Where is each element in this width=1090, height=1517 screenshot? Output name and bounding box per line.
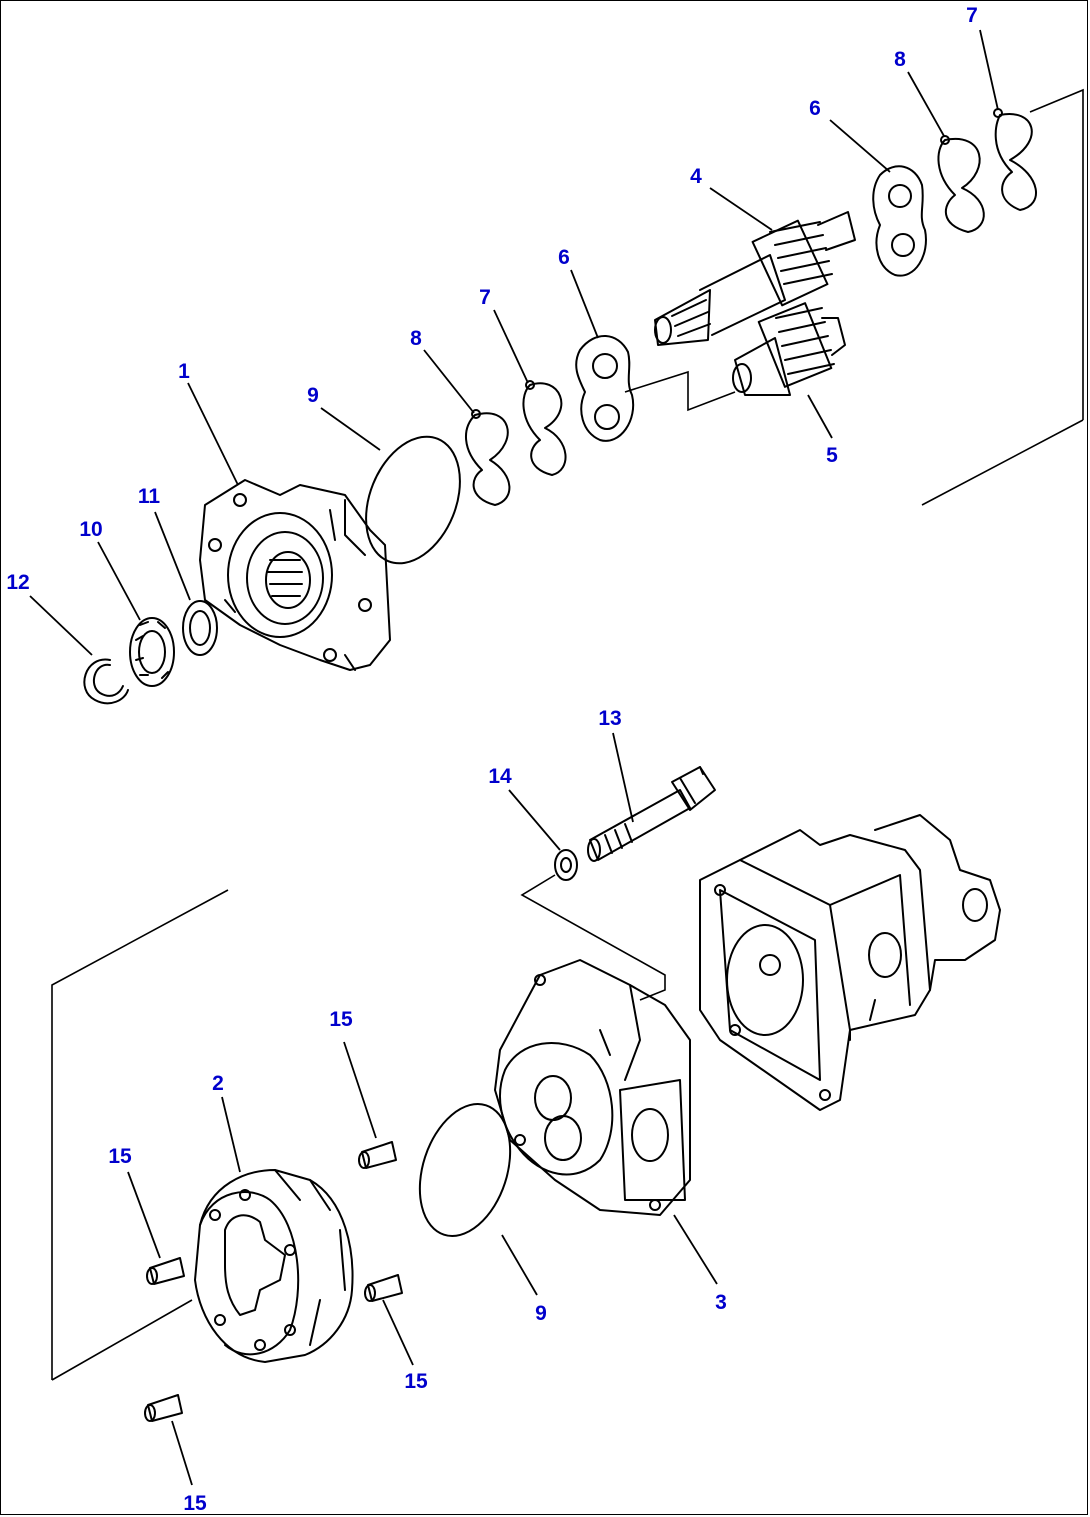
lower-boundary-lines xyxy=(51,889,229,1381)
assembly-line-14-3 xyxy=(520,874,666,1001)
flange-cover-1 xyxy=(199,479,391,671)
callout-6-right: 6 xyxy=(809,97,821,120)
washer-14 xyxy=(554,849,578,881)
callout-7-middle: 7 xyxy=(479,286,491,309)
gear-case-3 xyxy=(494,959,691,1216)
assembly-line-5-6 xyxy=(624,370,736,412)
bearing-10 xyxy=(129,617,175,687)
callout-8-middle: 8 xyxy=(410,327,422,350)
callout-3: 3 xyxy=(715,1291,727,1314)
leader-lines xyxy=(29,29,999,1486)
callout-15-bottom: 15 xyxy=(183,1492,207,1515)
callout-2: 2 xyxy=(212,1072,224,1095)
oil-seal-11 xyxy=(182,600,218,656)
callout-7-top-right: 7 xyxy=(966,4,978,27)
snap-ring-12 xyxy=(83,658,129,705)
dowel-pin-15-b xyxy=(146,1257,185,1285)
callout-10: 10 xyxy=(79,518,102,541)
callout-4: 4 xyxy=(690,165,702,188)
upper-boundary-lines xyxy=(921,88,1084,506)
o-ring-9-lower xyxy=(418,1103,512,1237)
callout-14: 14 xyxy=(488,765,512,788)
side-plate-6-right xyxy=(872,165,927,277)
callout-9-upper: 9 xyxy=(307,384,319,407)
callout-15-left: 15 xyxy=(108,1145,132,1168)
callout-11: 11 xyxy=(138,485,161,508)
drive-gear-shaft-4 xyxy=(654,211,856,346)
dowel-pin-15-c xyxy=(364,1274,403,1302)
pump-housing-assembly xyxy=(699,814,1001,1111)
ring-8-right xyxy=(937,135,985,233)
callout-15-upper: 15 xyxy=(329,1008,353,1031)
callout-9-lower: 9 xyxy=(535,1302,547,1325)
callout-5: 5 xyxy=(826,444,838,467)
driven-gear-5 xyxy=(732,302,846,396)
callout-8-top-right: 8 xyxy=(894,48,906,71)
dowel-pin-15-a xyxy=(358,1141,397,1169)
gear-housing-2 xyxy=(194,1169,354,1363)
snap-ring-7-middle xyxy=(522,380,567,476)
callout-1: 1 xyxy=(178,360,190,383)
callout-15-right: 15 xyxy=(404,1370,428,1393)
bolt-13 xyxy=(587,766,716,862)
ring-8-middle xyxy=(464,409,511,506)
callout-labels: 7 8 6 4 6 7 8 1 9 5 11 10 12 13 14 15 2 … xyxy=(6,4,978,1515)
o-ring-9-upper xyxy=(365,435,461,565)
callout-6-middle: 6 xyxy=(558,246,570,269)
callout-13: 13 xyxy=(598,707,621,730)
dowel-pin-15-d xyxy=(144,1394,183,1422)
callout-12: 12 xyxy=(6,571,29,594)
side-plate-6-middle xyxy=(575,335,635,442)
snap-ring-7-right xyxy=(993,108,1037,211)
